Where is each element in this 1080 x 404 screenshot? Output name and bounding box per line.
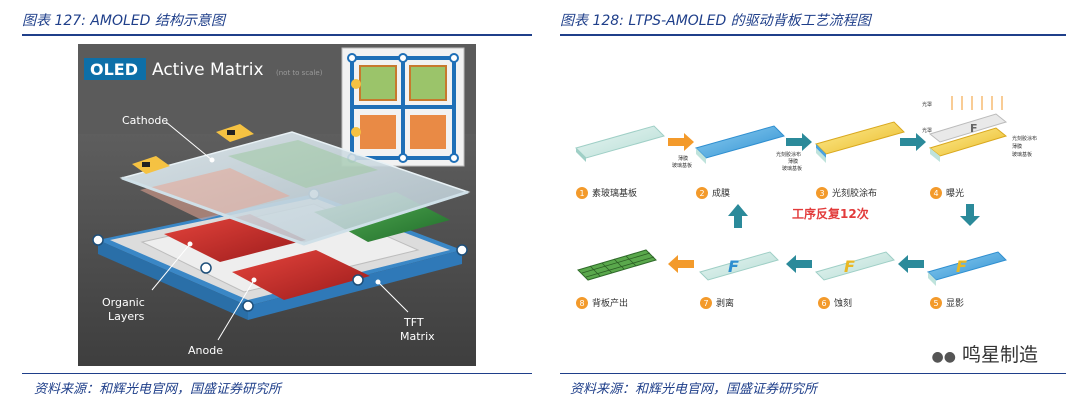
label-cathode: Cathode	[122, 114, 168, 127]
label-matrix: Matrix	[400, 330, 435, 343]
ltps-process-flow-diagram: 1 素玻璃基板 薄膜 玻璃基板 2 成膜 光刻胶涂布 薄膜 玻璃基板 3 光刻胶…	[575, 96, 1037, 309]
banner-note: (not to scale)	[276, 69, 323, 77]
watermark-text: 鸣星制造	[961, 344, 1038, 366]
amoled-structure-diagram: OLED Active Matrix (not to scale)	[78, 44, 476, 366]
step-1-label: 素玻璃基板	[592, 187, 637, 199]
svg-text:F: F	[970, 122, 978, 135]
step-6-label: 蚀刻	[834, 297, 852, 309]
svg-text:5: 5	[933, 299, 938, 308]
cathode-terminal	[132, 124, 254, 174]
arrow-right-1	[668, 133, 694, 151]
left-figure-caption: 图表 127: AMOLED 结构示意图	[22, 13, 225, 29]
watermark: ●● 鸣星制造	[932, 340, 1039, 367]
left-source-rule	[22, 373, 532, 374]
svg-text:光刻胶涂布: 光刻胶涂布	[776, 151, 801, 158]
svg-text:薄膜: 薄膜	[678, 155, 688, 162]
left-source: 资料来源：和辉光电官网，国盛证券研究所	[34, 382, 282, 397]
step-6-etching: F 6 蚀刻	[815, 251, 895, 309]
banner-oled-text: OLED	[90, 60, 138, 79]
svg-text:光罩: 光罩	[922, 127, 932, 134]
svg-text:薄膜: 薄膜	[1012, 143, 1022, 150]
svg-text:8: 8	[579, 299, 584, 308]
banner-oled-box	[84, 58, 146, 80]
svg-text:7: 7	[703, 299, 708, 308]
svg-text:3: 3	[819, 189, 824, 198]
arrow-left-7	[668, 255, 694, 273]
arrow-right-2	[786, 133, 812, 151]
arrow-down-4	[960, 204, 980, 226]
step-3-label: 光刻胶涂布	[832, 187, 877, 199]
right-caption-rule	[560, 34, 1066, 36]
banner-title-text: Active Matrix	[152, 60, 264, 80]
svg-text:薄膜: 薄膜	[788, 158, 798, 165]
svg-text:2: 2	[699, 189, 704, 198]
svg-text:光罩: 光罩	[922, 101, 932, 108]
svg-text:玻璃基板: 玻璃基板	[672, 162, 692, 169]
svg-text:F: F	[956, 257, 967, 276]
repeat-note: 工序反复12次	[792, 206, 869, 221]
svg-text:1: 1	[579, 189, 584, 198]
arrow-up-7	[728, 204, 748, 228]
wechat-icon: ●●	[931, 349, 956, 365]
step-8-backplane-output: 8 背板产出	[576, 249, 657, 309]
arrow-left-5	[898, 255, 924, 273]
right-source: 资料来源：和辉光电官网，国盛证券研究所	[570, 382, 818, 397]
step-2-film-deposition: 薄膜 玻璃基板 2 成膜	[672, 125, 785, 199]
step-1-glass-substrate: 1 素玻璃基板	[575, 125, 665, 199]
svg-text:F: F	[728, 257, 739, 276]
svg-text:光刻胶涂布: 光刻胶涂布	[1012, 135, 1037, 142]
step-3-photoresist-coating: 光刻胶涂布 薄膜 玻璃基板 3 光刻胶涂布	[776, 121, 905, 199]
left-caption-rule	[22, 34, 532, 36]
svg-text:F: F	[844, 257, 855, 276]
step-4-label: 曝光	[946, 187, 964, 199]
step-5-development: F 5 显影	[927, 251, 1007, 309]
step-4-exposure: F 光罩 光罩 光刻胶涂布 薄膜 玻璃基板 4 曝光	[922, 96, 1037, 199]
right-source-rule	[560, 373, 1066, 374]
step-2-label: 成膜	[712, 187, 730, 199]
pixel-inset	[341, 47, 465, 167]
step-7-label: 剥离	[716, 297, 734, 309]
step-8-label: 背板产出	[592, 297, 628, 309]
step-7-stripping: F 7 剥离	[699, 251, 779, 309]
arrow-right-3	[900, 133, 926, 151]
svg-text:玻璃基板: 玻璃基板	[782, 165, 802, 172]
svg-text:玻璃基板: 玻璃基板	[1012, 151, 1032, 158]
label-organic: Organic	[102, 296, 145, 309]
label-layers: Layers	[108, 310, 145, 323]
step-5-label: 显影	[946, 298, 964, 309]
arrow-left-6	[786, 255, 812, 273]
svg-text:4: 4	[933, 189, 938, 198]
svg-text:6: 6	[821, 299, 826, 308]
right-figure-caption: 图表 128: LTPS-AMOLED 的驱动背板工艺流程图	[560, 13, 871, 29]
label-tft: TFT	[403, 316, 424, 329]
label-anode: Anode	[188, 344, 223, 357]
